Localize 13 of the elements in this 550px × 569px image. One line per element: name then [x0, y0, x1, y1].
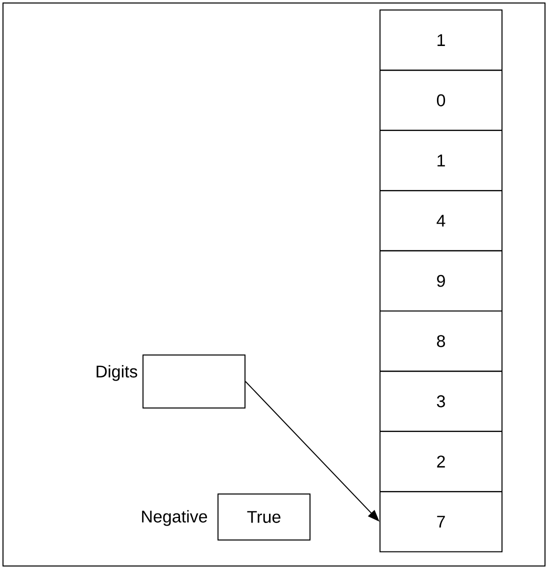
field-label: Digits [96, 365, 138, 381]
digit-cell: 8 [380, 310, 502, 372]
digit-cell: 2 [380, 430, 502, 492]
digit-cell: 3 [380, 370, 502, 432]
digit-cell: 1 [380, 10, 502, 71]
digit-cell: 4 [380, 190, 502, 252]
digit-cell: 1 [380, 130, 502, 192]
empty-box [142, 354, 246, 408]
digit-cell: 0 [380, 70, 502, 131]
digit-cell: 9 [380, 250, 502, 312]
field-label: Negative [142, 510, 208, 526]
value-box: True [218, 494, 310, 540]
digit-cell: 7 [380, 491, 502, 552]
